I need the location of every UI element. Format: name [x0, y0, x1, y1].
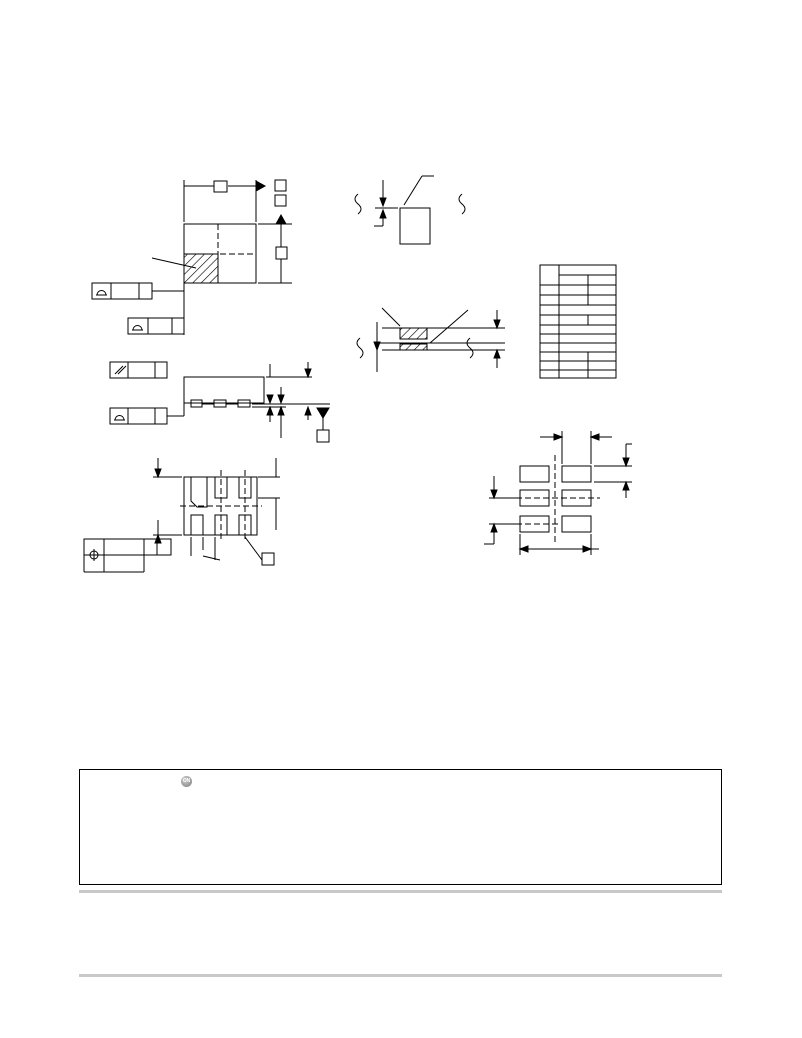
- pin-one-hatched-area: [183, 253, 219, 284]
- datum-box-d: [275, 246, 288, 260]
- datum-box-a: [213, 180, 228, 193]
- datum-box-b: [274, 179, 287, 192]
- divider-rule-2: [79, 974, 722, 977]
- detail-b: [356, 307, 505, 372]
- datum-box-c: [274, 194, 287, 207]
- top-view: [91, 179, 292, 335]
- detail-a: [354, 175, 466, 245]
- flatness-frame-2: [127, 317, 185, 335]
- dimension-table: [539, 264, 617, 379]
- logo-text: ON: [182, 778, 191, 784]
- soldering-footprint: [484, 431, 632, 555]
- position-frame: [83, 538, 172, 556]
- parallelism-frame: [109, 361, 168, 379]
- detail-terminal: [399, 207, 431, 245]
- divider-rule-1: [79, 890, 722, 893]
- mechanical-drawing: [83, 175, 632, 573]
- side-view: [109, 361, 330, 443]
- footer-box: ON: [79, 769, 722, 885]
- datum-box-e: [316, 429, 330, 443]
- bottom-view: [83, 458, 280, 573]
- package-body-side: [183, 376, 265, 404]
- on-semiconductor-logo-icon: ON: [181, 776, 192, 787]
- datum-box-f: [261, 552, 275, 566]
